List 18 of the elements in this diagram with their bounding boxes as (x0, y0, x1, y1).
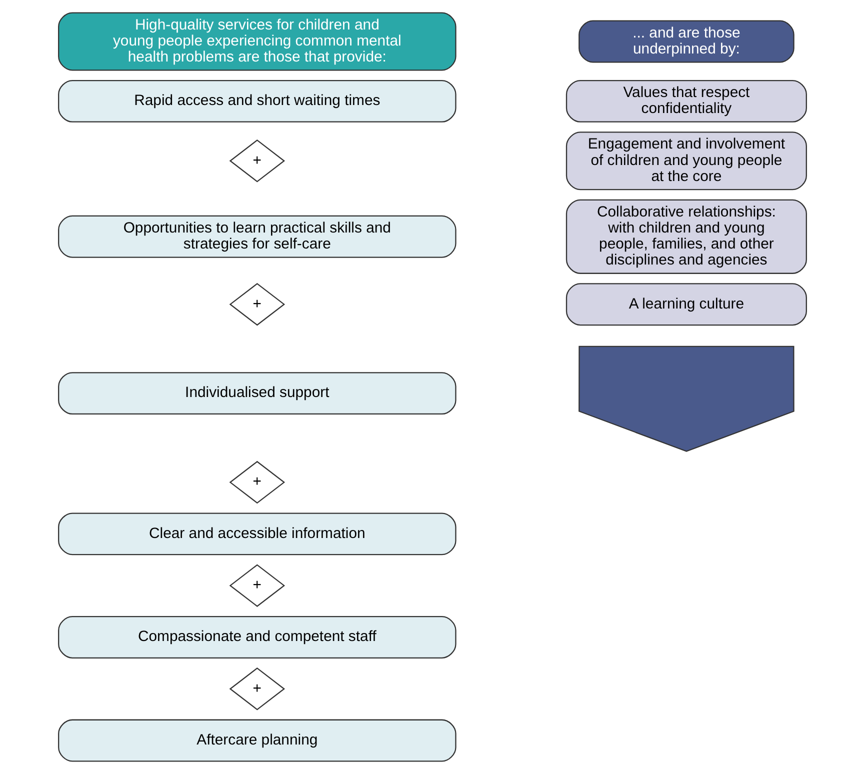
node-arrow (578, 346, 794, 452)
node-diamond: + (229, 282, 286, 326)
node-box: Clear and accessible information (58, 512, 456, 556)
node-box: Rapid access and short waiting times (58, 80, 456, 122)
node-box: Individualised support (58, 372, 456, 415)
node-box: Engagement and involvement of children and young people at the core (566, 132, 807, 190)
node-diamond: + (229, 140, 286, 182)
node-box: High-quality services for children and young people experiencing common mental health problems are those that provide: (58, 12, 456, 71)
node-box: Values that respect confidentiality (566, 80, 807, 122)
node-box: Opportunities to learn practical skills and strategies for self-care (58, 215, 456, 258)
node-box: Collaborative relationships: with children and young people, families, and other disciplines and agencies (566, 199, 807, 274)
node-diamond: + (229, 460, 286, 504)
node-box: Aftercare planning (58, 719, 456, 762)
node-diamond: + (229, 668, 286, 710)
node-box: A learning culture (566, 283, 807, 326)
node-diamond: + (229, 564, 286, 607)
node-box: Compassionate and competent staff (58, 616, 456, 658)
node-box: ... and are those underpinned by: (578, 20, 794, 63)
